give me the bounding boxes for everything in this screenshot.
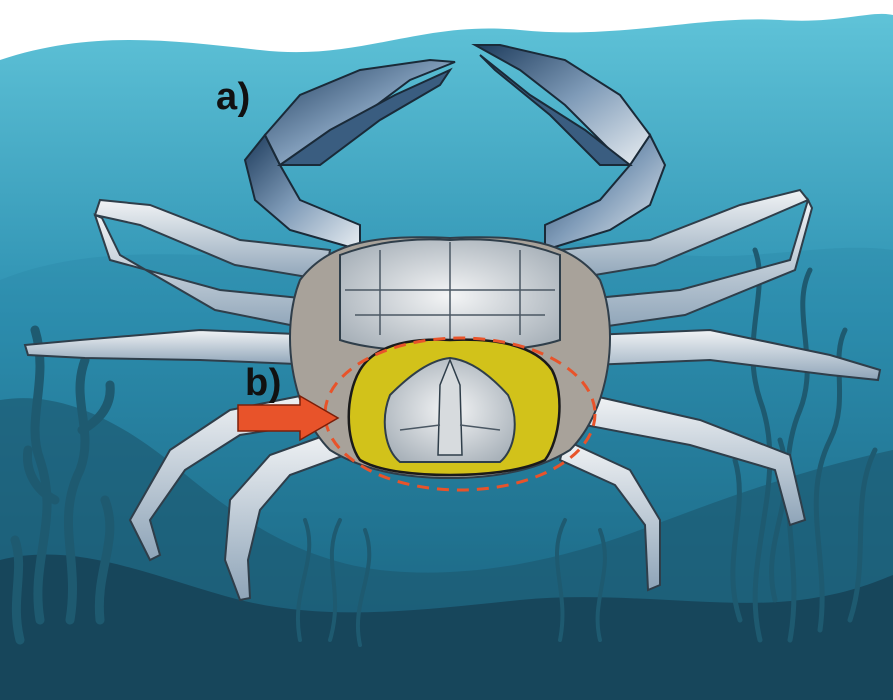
label-a: a) (216, 76, 251, 119)
egg-sponge (349, 340, 560, 475)
label-b: b) (245, 362, 282, 405)
